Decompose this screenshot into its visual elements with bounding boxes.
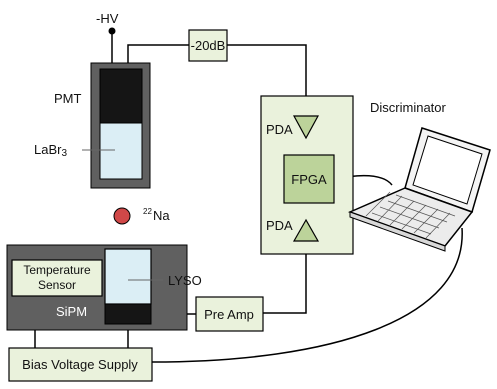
labr-label: LaBr3 xyxy=(34,142,67,159)
bias-supply-box xyxy=(8,347,153,382)
pmt-tube xyxy=(99,68,143,124)
hv-label: -HV xyxy=(96,11,119,26)
bias-supply-label: Bias Voltage Supply xyxy=(22,357,138,372)
temperature-sensor-box xyxy=(11,259,103,297)
labr-crystal xyxy=(99,122,143,180)
pda-bottom-label: PDA xyxy=(266,218,293,233)
laptop-to-bias-wire xyxy=(151,227,463,363)
na-source xyxy=(113,207,131,225)
na-label: Na xyxy=(153,208,170,223)
sipm-label: SiPM xyxy=(56,304,87,319)
preamp-label: Pre Amp xyxy=(204,307,254,322)
pda-top-label: PDA xyxy=(266,122,293,137)
wires xyxy=(34,31,463,363)
laptop-icon xyxy=(347,127,491,252)
fpga-label: FPGA xyxy=(291,172,327,187)
pmt-label: PMT xyxy=(54,91,82,106)
attenuator-box xyxy=(188,29,228,62)
fpga-chip xyxy=(283,154,335,204)
lyso-label: LYSO xyxy=(168,273,202,288)
labr-label-main: LaBr xyxy=(34,142,62,157)
attenuator-to-pda-wire xyxy=(227,44,307,116)
pda-bottom-amplifier xyxy=(292,218,320,242)
preamp-box xyxy=(195,296,264,332)
pda-top-amplifier xyxy=(292,115,320,140)
labr-label-subscript: 3 xyxy=(61,148,67,159)
lyso-crystal xyxy=(104,248,152,305)
attenuator-label: -20dB xyxy=(191,38,226,53)
temperature-label-line1: Temperature xyxy=(23,263,91,277)
na-mass-number: 22 xyxy=(143,207,152,216)
discriminator-label: Discriminator xyxy=(370,100,447,115)
pmt-to-attenuator-wire xyxy=(127,44,189,68)
sipm-sensor xyxy=(104,303,152,325)
hv-terminal xyxy=(108,27,116,35)
pda-to-preamp-wire xyxy=(263,241,307,314)
temperature-label-line2: Sensor xyxy=(38,278,76,292)
